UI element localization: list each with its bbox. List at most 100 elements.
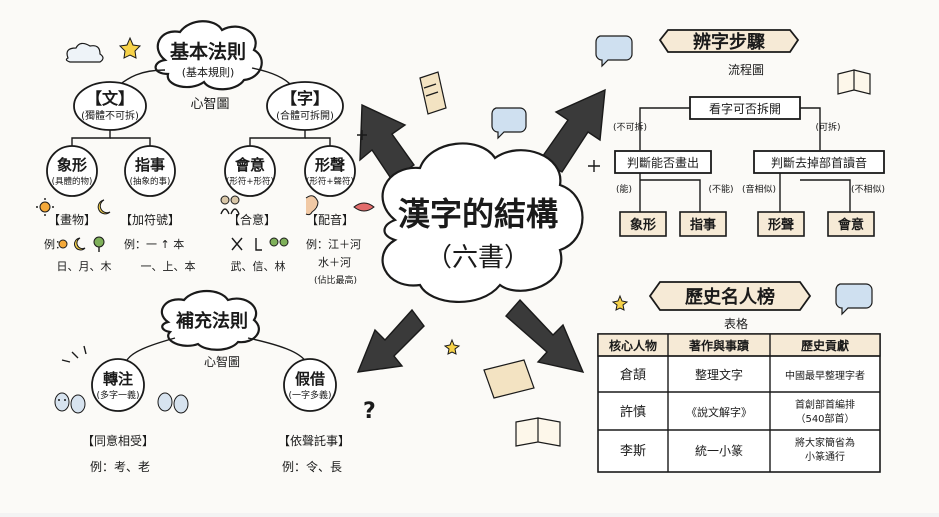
ear-icon <box>305 195 319 216</box>
wen-title: 【文】 <box>86 89 134 108</box>
tree-icon-example <box>93 236 105 252</box>
xingsheng-node <box>304 145 356 197</box>
moon-icon-example <box>74 237 86 251</box>
history-row-1-work: 整理文字 <box>695 367 743 382</box>
speech-bubble-icon-topright <box>595 35 633 68</box>
history-row-2-contribution-2: （540部首） <box>795 412 854 425</box>
zhishi-example-symbols: 例：一 ↑ 本 <box>124 237 184 251</box>
history-row-2-work: 《說文解字》 <box>686 405 752 419</box>
star-icon-bottom <box>443 338 461 355</box>
question-icon: ? <box>363 399 376 424</box>
step-result-huiyi: 會意 <box>838 217 864 233</box>
zhuanzhu-tag: 【同意相受】 <box>82 433 154 448</box>
supplement-section: 補充法則 心智圖 轉注 (多字一義) 【同意相受】 例：考、老 假借 (一字多義… <box>82 289 350 474</box>
star-icon-history <box>611 294 629 311</box>
history-row-1-person: 倉頡 <box>620 368 646 383</box>
sun-icon <box>36 198 54 216</box>
supplement-caption: 心智圖 <box>204 354 240 369</box>
history-row-3-work: 統一小篆 <box>695 443 743 458</box>
xiangxing-sub: (具體的物) <box>52 176 93 187</box>
scroll-icon-bottom <box>483 359 535 399</box>
basic-caption: 心智圖 <box>190 97 229 112</box>
xingsheng-title: 形聲 <box>315 156 345 174</box>
book-icon <box>837 69 871 95</box>
history-header-contribution: 歷史貢獻 <box>801 338 849 353</box>
star-icon-mid <box>588 160 600 172</box>
step-label-similar: (音相似) <box>742 183 776 195</box>
step-q3: 判斷去掉部首讀音 <box>771 155 867 170</box>
step-result-xingsheng: 形聲 <box>768 217 794 233</box>
center-title: 漢字的結構 <box>398 195 558 233</box>
history-header-person: 核心人物 <box>609 338 657 353</box>
xiangxing-tag: 【畫物】 <box>48 212 96 227</box>
svg-text:?: ? <box>363 399 376 424</box>
steps-caption: 流程圖 <box>728 62 764 77</box>
history-row-1-contribution: 中國最早整理字者 <box>785 369 865 382</box>
zi-sub: (合體可拆開) <box>276 109 334 122</box>
xiangxing-node <box>46 145 98 197</box>
speech-bubble-icon-history <box>835 283 873 316</box>
history-table <box>597 333 881 473</box>
huiyi-example: 武、信、林 <box>231 259 286 273</box>
zhuanzhu-sub: (多字一義) <box>96 389 139 401</box>
zi-title: 【字】 <box>281 89 329 108</box>
xingsheng-example-1: 例：江＋河 <box>306 237 361 251</box>
step-result-zhishi: 指事 <box>690 217 716 233</box>
step-q2: 判斷能否畫出 <box>627 155 699 170</box>
arrow-to-history <box>505 298 585 373</box>
history-section: 歷史名人榜 表格 核心人物 著作與事蹟 歷史貢獻 倉頡 整理文字 中國最早整理字… <box>597 281 881 473</box>
moon-icon <box>97 199 111 215</box>
huiyi-tag: 【合意】 <box>228 212 276 227</box>
history-row-3-person: 李斯 <box>620 444 646 459</box>
zhishi-title: 指事 <box>135 156 165 174</box>
xingsheng-example-note: (佔比最高) <box>314 274 357 286</box>
xingsheng-example-2: 水＋河 <box>318 256 351 269</box>
history-header-work: 著作與事蹟 <box>688 338 750 353</box>
zhuanzhu-title: 轉注 <box>103 370 133 388</box>
xingsheng-sub: (形符+聲符) <box>306 176 354 187</box>
huiyi-node <box>224 145 276 197</box>
jiajie-title: 假借 <box>295 370 325 388</box>
arrow-to-supplement <box>356 308 425 373</box>
history-row-3-contribution: 將大家簡省為 <box>795 436 855 449</box>
book-icon-bottom <box>515 417 561 447</box>
cloud-icon <box>65 42 104 63</box>
zhishi-sub: (抽象的事) <box>130 176 171 187</box>
zi-node <box>266 81 344 131</box>
jiajie-tag: 【依聲託事】 <box>278 433 350 448</box>
basic-title: 基本法則 <box>169 40 246 63</box>
lips-icon <box>353 202 375 212</box>
history-title: 歷史名人榜 <box>685 286 775 308</box>
steps-section: 辨字步驟 流程圖 看字可否拆開 (不可拆) (可拆) 判斷能否畫出 判斷去掉部首… <box>613 29 885 237</box>
people-icon-left <box>54 392 86 414</box>
center-subtitle: （六書） <box>426 243 530 273</box>
speech-bubble-icon <box>491 107 527 140</box>
history-row-2-contribution: 首創部首編排 <box>795 398 855 411</box>
jiajie-example: 例：令、長 <box>282 459 342 474</box>
people-icon-right <box>157 392 189 414</box>
zhuanzhu-node <box>91 358 145 412</box>
wen-sub: (獨體不可拆) <box>81 109 139 122</box>
step-label-cannot: (不能) <box>708 183 733 195</box>
basic-rules-section: 基本法則 (基本規則) 心智圖 【文】 (獨體不可拆) 【字】 (合體可拆開) … <box>44 20 361 286</box>
wen-node <box>73 81 147 131</box>
step-label-yes: (可拆) <box>815 121 840 133</box>
step-label-can: (能) <box>616 183 632 195</box>
step-label-no: (不可拆) <box>613 121 647 133</box>
xingsheng-tag: 【配音】 <box>306 212 354 227</box>
center-cloud: 漢字的結構 （六書） <box>381 142 584 304</box>
jiajie-sub: (一字多義) <box>288 389 331 401</box>
star-icon-small <box>357 130 367 140</box>
arrow-to-basic <box>359 103 415 181</box>
steps-title: 辨字步驟 <box>693 31 766 53</box>
huiyi-example-icons <box>231 237 289 251</box>
zhuanzhu-example: 例：考、老 <box>90 460 150 474</box>
xiangxing-example: 日、月、木 <box>57 260 112 273</box>
huiyi-sub: (形符+形符) <box>226 176 274 187</box>
arrow-to-steps <box>538 88 606 173</box>
history-row-3-contribution-2: 小篆通行 <box>805 450 845 463</box>
step-result-xiangxing: 象形 <box>630 217 656 233</box>
basic-subtitle: (基本規則) <box>182 65 235 79</box>
